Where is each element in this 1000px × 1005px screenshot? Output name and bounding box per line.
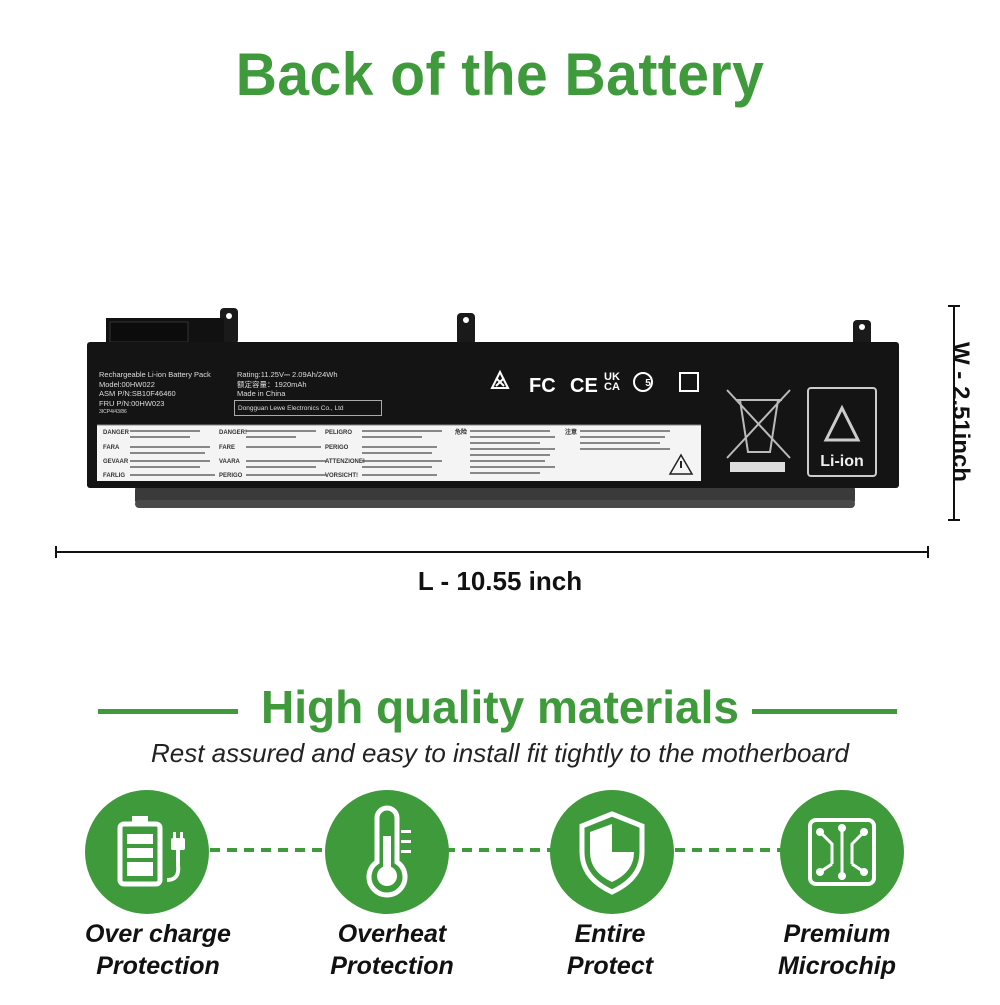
length-dimension-line — [55, 546, 929, 558]
feature-entire-protect-line1: Entire — [574, 920, 646, 948]
svg-text:危险: 危险 — [454, 428, 468, 436]
section-subtitle: Rest assured and easy to install fit tig… — [150, 738, 850, 768]
svg-text:FARLIG: FARLIG — [103, 473, 125, 479]
feature-connectors — [210, 848, 782, 852]
thermometer-icon — [366, 805, 411, 898]
feature-microchip-line2: Microchip — [777, 952, 897, 980]
svg-text:DANGER!: DANGER! — [219, 430, 247, 436]
battery-info-mid: Rating:11.25V⎓ 2.09Ah/24Wh 额定容量：1920mAh … — [237, 370, 338, 399]
feature-overheat-line1: Overheat — [337, 920, 447, 948]
feature-microchip-badge — [780, 790, 904, 914]
svg-text:PELIGRO: PELIGRO — [325, 430, 352, 436]
svg-text:5: 5 — [645, 378, 651, 389]
length-dimension-label: L - 10.55 inch — [417, 566, 583, 596]
battery-cells-text: 3ICP4/43/86 — [99, 409, 127, 415]
feature-microchip-line1: Premium — [783, 920, 891, 948]
battery-charge-icon — [117, 816, 185, 887]
svg-text:ATTENZIONE!: ATTENZIONE! — [325, 459, 365, 465]
battery-manufacturer-text: Dongguan Lewe Electronics Co., Ltd — [234, 400, 382, 416]
battery-info-left: Rechargeable Li-ion Battery Pack Model:0… — [99, 370, 211, 418]
svg-text:GEVAAR: GEVAAR — [103, 459, 129, 465]
feature-entire-protect-label: Entire Protect — [500, 918, 720, 982]
svg-text:VORSICHT!: VORSICHT! — [325, 473, 358, 479]
section-divider-right — [752, 709, 897, 714]
svg-text:VAARA: VAARA — [219, 459, 241, 465]
svg-text:FARE: FARE — [219, 445, 235, 451]
width-dimension-label: W - 2.51inch — [947, 341, 974, 483]
page-title: Back of the Battery — [235, 41, 765, 108]
battery-rating-cn-text: 额定容量：1920mAh — [237, 379, 307, 389]
svg-text:PERIGO: PERIGO — [325, 445, 349, 451]
feature-overcharge-line2: Protection — [96, 952, 220, 980]
feature-overcharge-label: Over charge Protection — [48, 918, 268, 982]
svg-text:PERIGO: PERIGO — [219, 473, 243, 479]
li-ion-recycle-text: Li-ion — [820, 453, 864, 470]
feature-entire-protect-line2: Protect — [566, 952, 654, 980]
battery-model-text: Model:00HW022 — [99, 379, 155, 389]
battery-rating-text: Rating:11.25V⎓ 2.09Ah/24Wh — [237, 370, 338, 379]
section-divider-left — [98, 709, 238, 714]
feature-overheat-line2: Protection — [330, 952, 454, 980]
feature-overcharge-badge — [85, 790, 209, 914]
width-dimension-line — [948, 305, 960, 521]
svg-text:CE: CE — [570, 375, 598, 397]
microchip-icon — [808, 818, 876, 886]
feature-overcharge-line1: Over charge — [85, 920, 231, 948]
battery-pack-text: Rechargeable Li-ion Battery Pack — [99, 370, 211, 379]
battery-fru-text: FRU P/N:00HW023 — [99, 398, 165, 408]
feature-overheat-badge — [325, 790, 449, 914]
svg-text:DANGER: DANGER — [103, 430, 130, 436]
feature-entire-protect-badge — [550, 790, 674, 914]
feature-overheat-label: Overheat Protection — [282, 918, 502, 982]
battery-madein-text: Made in China — [237, 389, 286, 398]
section-title: High quality materials — [260, 681, 739, 733]
svg-text:FC: FC — [529, 375, 556, 397]
svg-text:FARA: FARA — [103, 445, 120, 451]
shield-icon — [579, 811, 645, 895]
feature-microchip-label: Premium Microchip — [727, 918, 947, 982]
ukca-mark: UK CA — [604, 371, 620, 393]
battery-asm-text: ASM P/N:SB10F46460 — [99, 389, 176, 398]
svg-text:注意: 注意 — [565, 428, 577, 436]
